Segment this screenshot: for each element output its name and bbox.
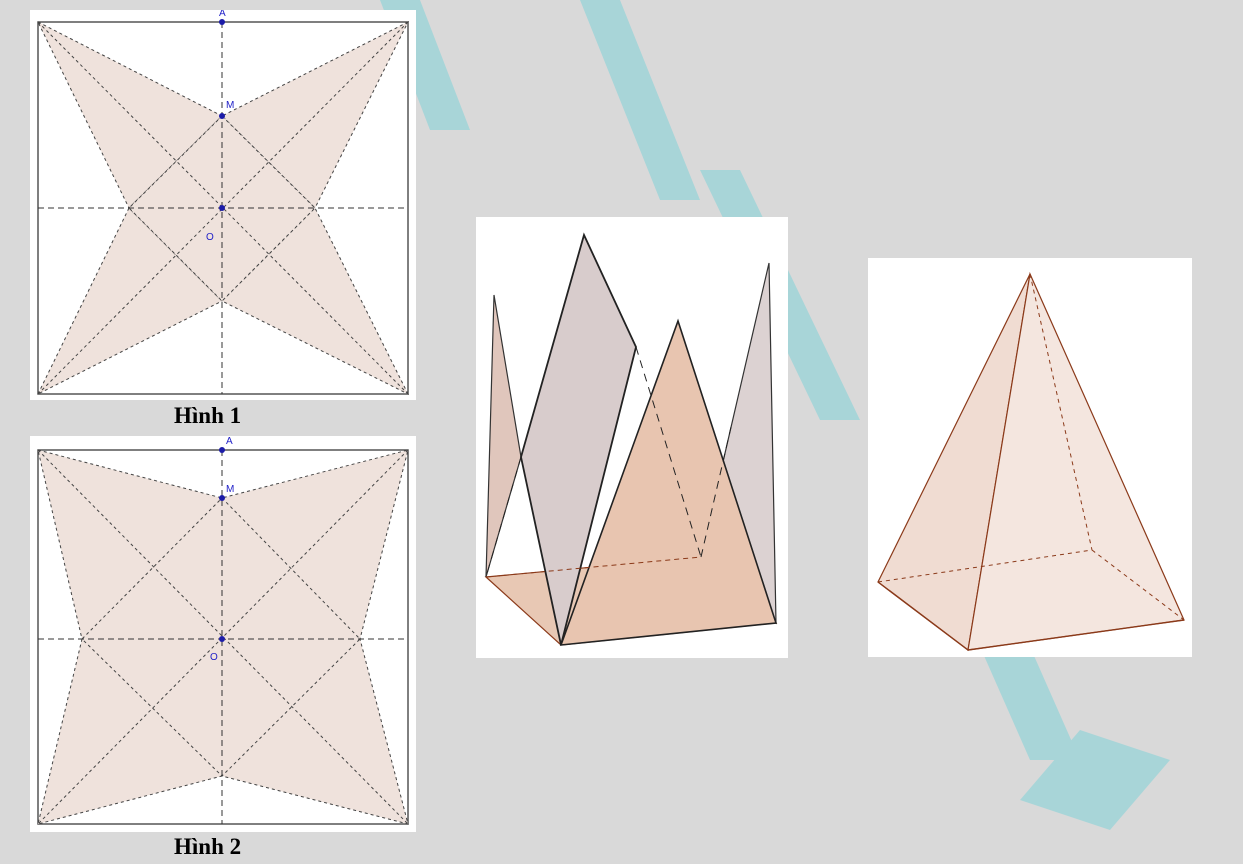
label-O: O [210, 652, 218, 663]
figure-4-pyramid [868, 258, 1192, 657]
label-A: A [219, 10, 226, 19]
figure-3-diagram [484, 232, 778, 646]
label-A: A [226, 436, 233, 447]
figure-1-diagram: A M O [36, 10, 410, 396]
figure-3-folded-net [476, 217, 788, 658]
figure-1-net: A M O [30, 10, 416, 400]
label-M: M [226, 100, 234, 111]
figure-4-diagram [877, 271, 1185, 652]
caption-figure-2: Hình 2 [174, 834, 242, 859]
figure-2-net: A M O [30, 436, 416, 832]
caption-figure-1: Hình 1 [174, 403, 242, 428]
label-M: M [226, 484, 234, 495]
figure-2-diagram: A M O [37, 436, 409, 825]
label-O: O [206, 232, 214, 243]
